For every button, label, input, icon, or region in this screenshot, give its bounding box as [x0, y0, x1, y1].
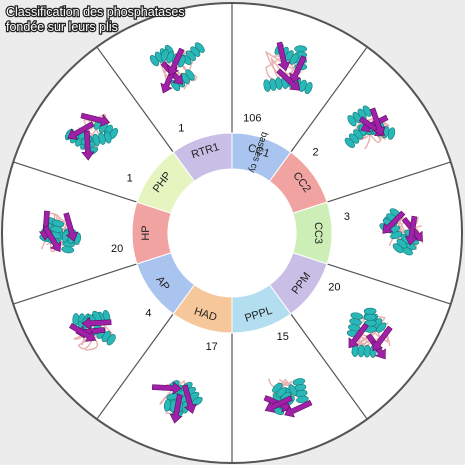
sector-divider: [96, 313, 174, 420]
title-line2: fondée sur leurs plis: [6, 20, 118, 34]
helix-turn: [106, 334, 116, 346]
beta-sheet-arrow: [167, 47, 185, 76]
protein-structure-ap-icon: [69, 310, 116, 351]
family-count-pppl: 15: [277, 331, 289, 343]
beta-sheet-arrow: [276, 68, 301, 91]
protein-structure-ppm-icon: [346, 307, 393, 360]
family-count-cc2: 2: [312, 146, 318, 158]
sector-divider: [13, 263, 138, 305]
protein-helix: [347, 105, 372, 127]
beta-sheet-arrow: [382, 210, 406, 234]
helix-turn: [387, 127, 396, 140]
helix-turn: [294, 45, 307, 53]
sector-divider: [290, 46, 368, 153]
beta-sheet-arrow: [81, 316, 112, 330]
protein-structure-cc2-icon: [344, 105, 396, 150]
beta-sheet-arrow: [67, 121, 95, 140]
beta-sheet-arrow: [369, 107, 386, 137]
beta-sheet-arrow: [348, 322, 369, 349]
protein-structure-hp-icon: [38, 210, 82, 254]
beta-sheet-arrow: [404, 215, 418, 246]
beta-sheet-arrow: [42, 225, 62, 253]
hub: Protéine phosphatases: [168, 169, 296, 297]
family-count-cc3: 3: [344, 211, 350, 223]
family-count-ppm: 20: [328, 282, 340, 294]
sector-divider: [96, 46, 174, 153]
hub-circle: [168, 169, 296, 297]
sector-divider: [13, 161, 138, 203]
family-label-cc3: CC3: [312, 222, 324, 244]
beta-sheet-arrow: [276, 41, 291, 72]
helix-turn: [347, 115, 357, 127]
family-label-hp: HP: [140, 225, 152, 240]
helix-turn: [363, 307, 377, 315]
beta-sheet-arrow: [372, 325, 393, 352]
sector-divider: [326, 161, 451, 203]
hub-title-line2: phosphatases: [192, 233, 273, 247]
family-count-ap: 4: [145, 307, 151, 319]
helix-turn: [390, 231, 403, 240]
beta-sheet-arrow: [169, 393, 183, 424]
beta-sheet-arrow: [182, 384, 197, 414]
helix-turn: [363, 313, 377, 321]
protein-structure-php-icon: [64, 112, 118, 161]
family-count-hp: 20: [111, 243, 123, 255]
family-count-had: 17: [206, 341, 218, 353]
protein-structure-had-icon: [151, 379, 203, 424]
helix-turn: [376, 322, 387, 333]
beta-sheet-arrow: [151, 381, 182, 395]
protein-structure-pppl-icon: [263, 378, 313, 418]
protein-helix: [263, 76, 289, 92]
figure-title: Classification des phosphatases fondée s…: [5, 4, 186, 35]
helix-turn: [344, 137, 355, 148]
title-line1: Classification des phosphatases: [6, 5, 185, 19]
family-count-php: 1: [127, 172, 133, 184]
hub-title-line1: Protéine: [208, 216, 256, 230]
beta-sheet-arrow: [80, 112, 111, 127]
beta-sheet-arrow: [264, 395, 293, 413]
family-ring: [131, 132, 333, 334]
helix-turn: [149, 55, 160, 67]
helix-turn: [304, 81, 313, 94]
family-count-cc1: 106: [243, 113, 261, 125]
beta-sheet-arrow: [63, 212, 79, 242]
beta-sheet-arrow: [81, 130, 95, 161]
helix-turn: [296, 395, 309, 404]
beta-sheet-arrow: [284, 399, 313, 418]
protein-structure-cc3-icon: [379, 208, 424, 256]
beta-sheet-arrow: [360, 114, 389, 133]
helix-turn: [263, 79, 271, 92]
helix-turn: [289, 53, 299, 65]
helix-turn: [357, 344, 365, 358]
helix-turn: [363, 344, 371, 358]
icons-layer: [38, 41, 424, 424]
helix-turn: [392, 243, 404, 254]
sector-divider: [290, 313, 368, 420]
protein-helix: [292, 378, 309, 404]
sector-divider: [326, 263, 451, 305]
protein-structure-rtr1-icon: [149, 42, 205, 94]
beta-sheet-arrow: [289, 55, 307, 84]
helix-turn: [61, 246, 75, 254]
protein-structure-cc1-icon: [263, 41, 313, 94]
family-count-rtr1: 1: [178, 123, 184, 135]
beta-sheet-arrow: [69, 322, 97, 342]
